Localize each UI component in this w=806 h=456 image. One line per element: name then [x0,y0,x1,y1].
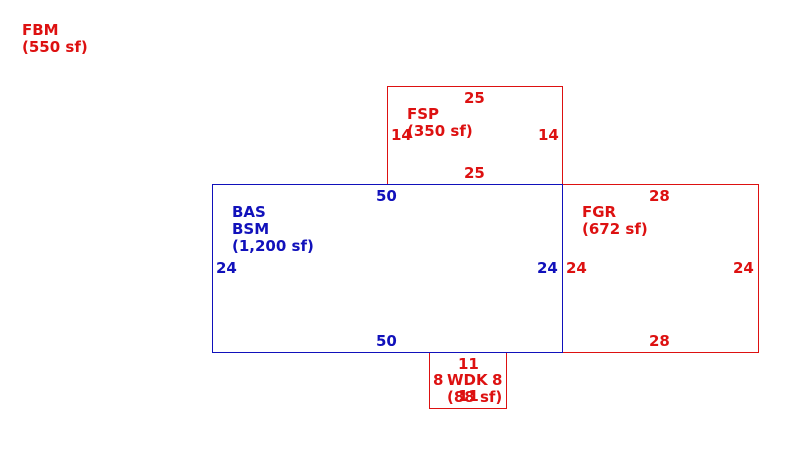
bas-outline [212,184,563,353]
bas-top-dimension: 50 [376,187,397,205]
wdk-area-label: (88 sf) [447,388,503,406]
fgr-bottom-dimension: 28 [649,332,670,350]
fsp-left-dimension: 14 [391,126,412,144]
fgr-top-dimension: 28 [649,187,670,205]
fbm-area-label: (550 sf) [22,38,88,56]
wdk-right-dimension: 8 [492,371,503,389]
bas-left-dimension: 24 [216,259,237,277]
fsp-area-label: (350 sf) [407,122,473,140]
fsp-code-label: FSP [407,105,440,123]
bas-bottom-dimension: 50 [376,332,397,350]
bas-right-dimension: 24 [537,259,558,277]
fgr-code-label: FGR [582,203,617,221]
bas-area-label: (1,200 sf) [232,237,314,255]
bas-code-label: BAS [232,203,266,221]
wdk-code-label: WDK [447,371,488,389]
fsp-top-dimension: 25 [464,89,485,107]
fsp-right-dimension: 14 [538,126,559,144]
fsp-bottom-dimension: 25 [464,164,485,182]
fgr-right-dimension: 24 [733,259,754,277]
fbm-code-label: FBM [22,21,59,39]
fgr-area-label: (672 sf) [582,220,648,238]
fgr-left-dimension: 24 [566,259,587,277]
wdk-left-dimension: 8 [433,371,444,389]
wdk-bottom-dimension: 11 [458,387,479,405]
bsm-code-label: BSM [232,220,270,238]
wdk-top-dimension: 11 [458,355,479,373]
